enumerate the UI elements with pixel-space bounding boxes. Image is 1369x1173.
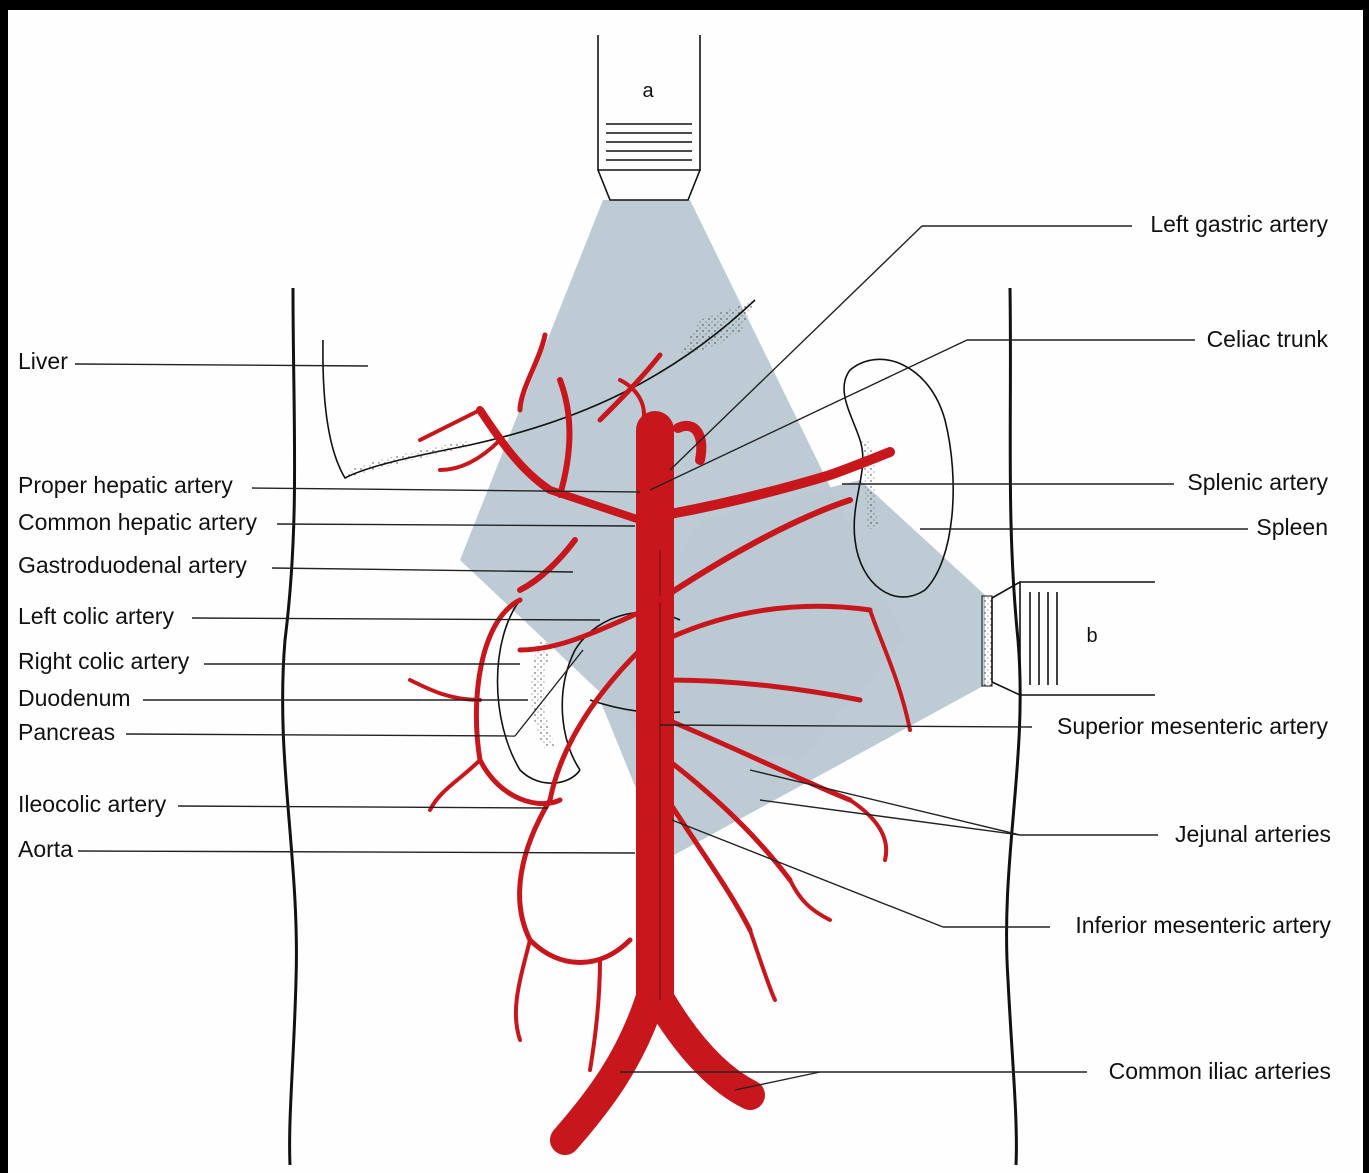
label-left-colic-artery: Left colic artery xyxy=(18,603,174,629)
label-splenic-artery: Splenic artery xyxy=(1187,469,1328,495)
label-aorta: Aorta xyxy=(18,836,73,862)
probe-a: a xyxy=(598,35,700,200)
label-gastroduodenal-artery: Gastroduodenal artery xyxy=(18,552,247,578)
label-spleen: Spleen xyxy=(1256,514,1328,540)
probe-b-letter: b xyxy=(1086,625,1097,647)
label-common-hepatic-artery: Common hepatic artery xyxy=(18,509,258,535)
body-outline-left xyxy=(283,288,297,1165)
label-superior-mesenteric-artery: Superior mesenteric artery xyxy=(1057,713,1328,739)
label-common-iliac-arteries: Common iliac arteries xyxy=(1109,1058,1331,1084)
probe-b: b xyxy=(982,582,1155,695)
label-inferior-mesenteric-artery: Inferior mesenteric artery xyxy=(1075,912,1331,938)
label-proper-hepatic-artery: Proper hepatic artery xyxy=(18,472,233,498)
label-pancreas: Pancreas xyxy=(18,719,115,745)
label-liver: Liver xyxy=(18,348,68,374)
probe-a-letter: a xyxy=(642,80,654,102)
label-left-gastric-artery: Left gastric artery xyxy=(1150,211,1328,237)
label-ileocolic-artery: Ileocolic artery xyxy=(18,791,167,817)
label-celiac-trunk: Celiac trunk xyxy=(1207,326,1329,352)
label-duodenum: Duodenum xyxy=(18,685,131,711)
label-right-colic-artery: Right colic artery xyxy=(18,648,190,674)
label-jejunal-arteries: Jejunal arteries xyxy=(1175,821,1331,847)
